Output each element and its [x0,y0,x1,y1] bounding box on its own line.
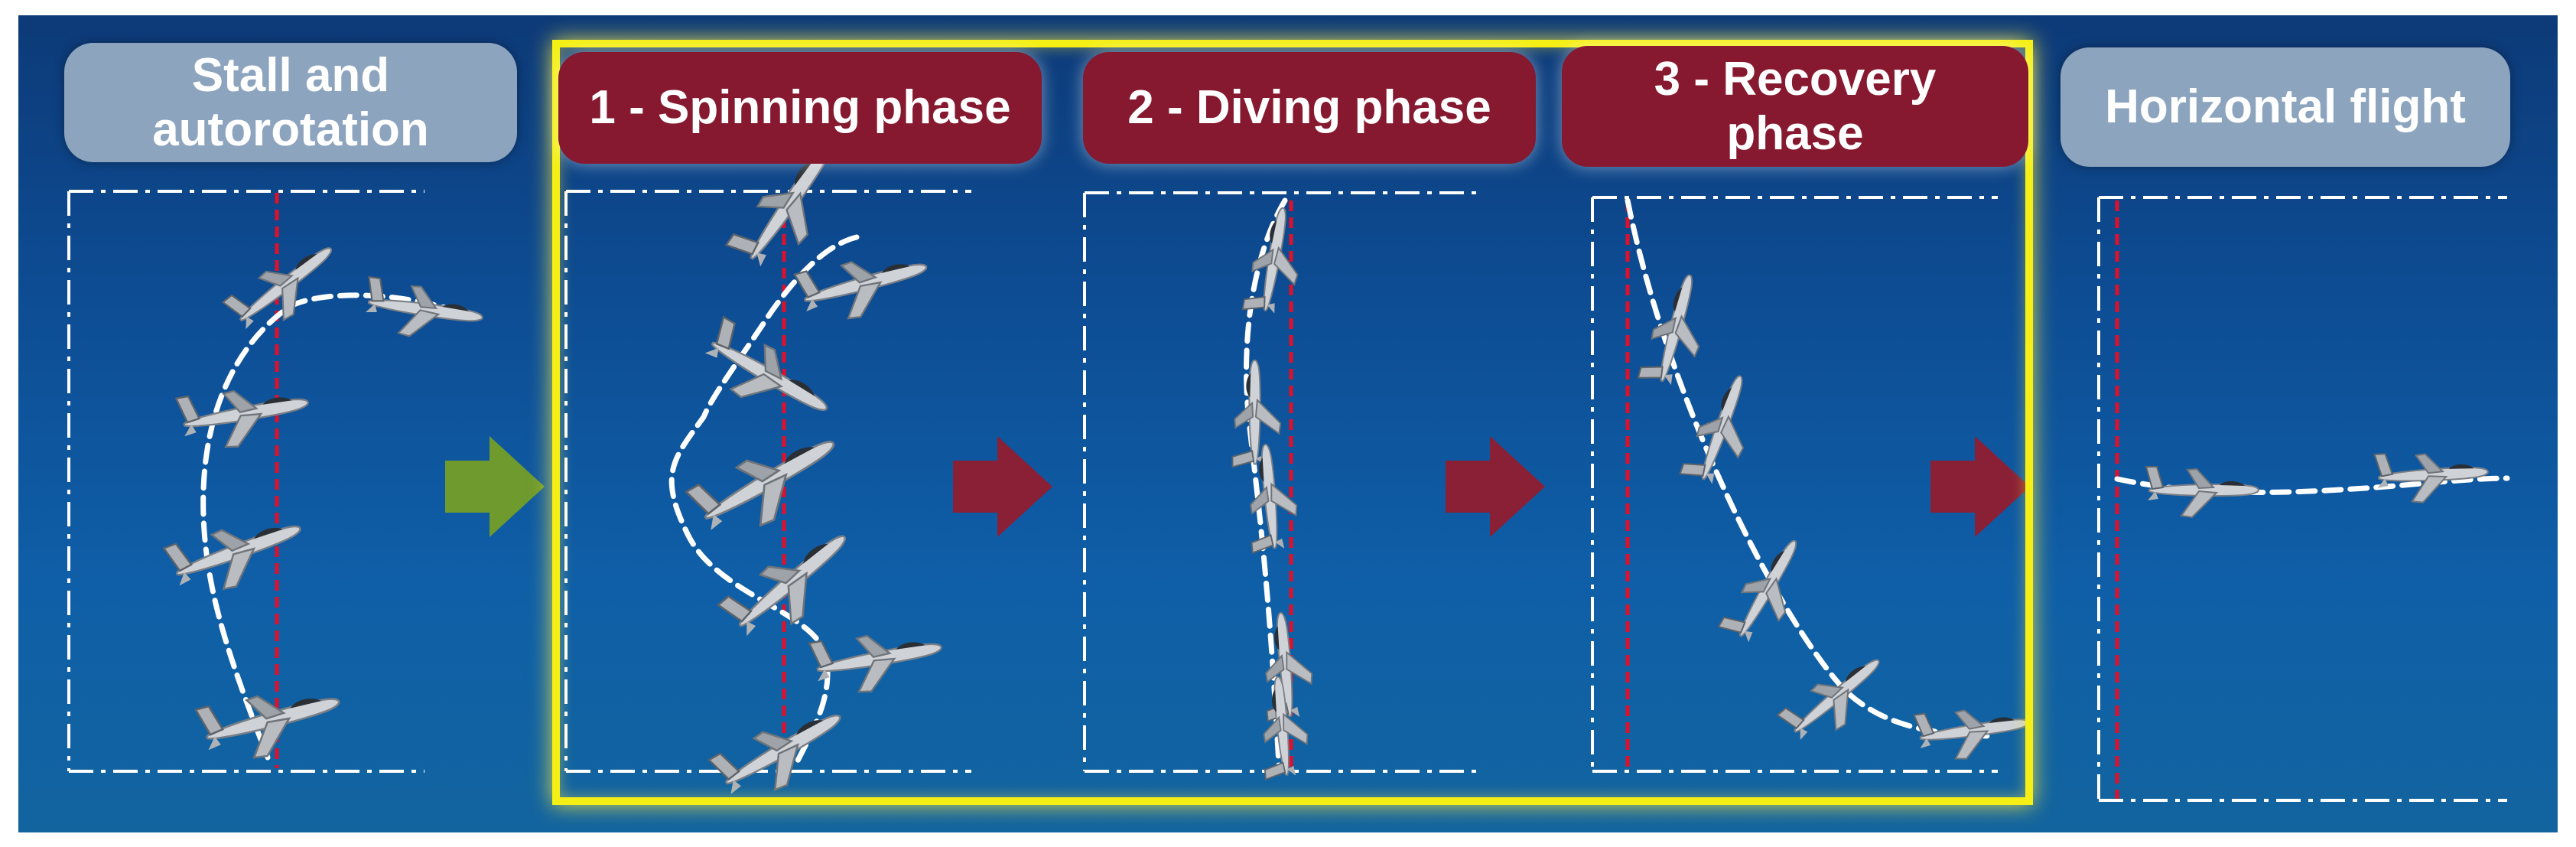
label-stall-autorotation: Stall and autorotation [64,43,517,162]
aircraft-icon [2145,466,2259,518]
red-arrow-icon [1446,436,1545,537]
trajectory-path [200,292,462,761]
red-arrow-icon [1930,436,2030,537]
label-spinning-phase: 1 - Spinning phase [558,52,1042,164]
aircraft-icon [194,672,349,772]
aircraft-icon [2373,448,2490,506]
label-horizontal-flight: Horizontal flight [2060,47,2510,167]
highlighted-phases-frame [552,40,2033,805]
axis-frames [67,190,2507,802]
label-recovery-phase: 3 - Recovery phase [1562,46,2028,167]
phase-arrows [445,436,2030,537]
aircraft-icon [175,375,314,457]
aircraft-icon [360,275,487,347]
aircraft-icon [222,228,350,345]
red-arrow-icon [953,436,1052,537]
label-diving-phase: 2 - Diving phase [1083,52,1536,164]
green-arrow-icon [445,436,545,537]
aircraft-icon [163,501,313,607]
